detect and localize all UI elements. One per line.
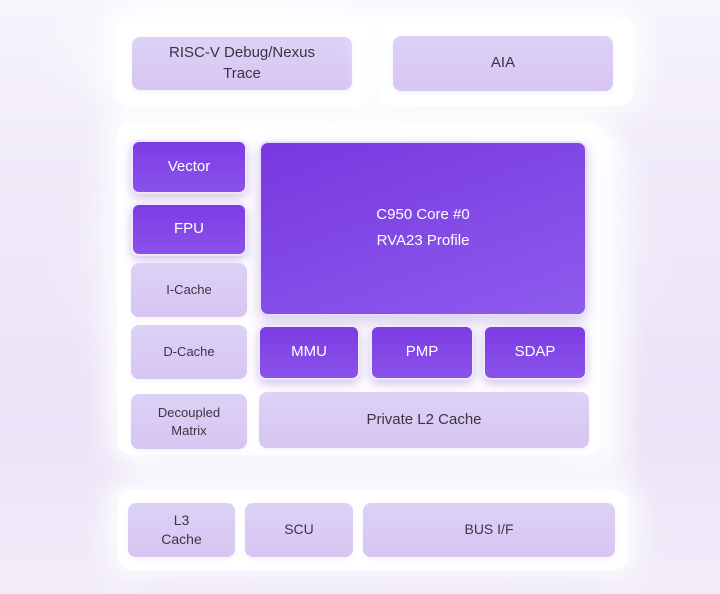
vector-block: Vector [131, 140, 247, 194]
c950-core-block: C950 Core #0 RVA23 Profile [259, 141, 587, 316]
core-cluster-card: Vector FPU I-Cache D-Cache Decoupled Mat… [117, 122, 600, 455]
l3-cache-block: L3 Cache [128, 503, 235, 557]
scu-block: SCU [245, 503, 353, 557]
aia-block: AIA [393, 36, 613, 91]
aia-card: AIA [378, 18, 633, 106]
d-cache-block: D-Cache [131, 325, 247, 379]
fpu-block: FPU [131, 203, 247, 256]
c950-core-profile: RVA23 Profile [376, 232, 470, 249]
debug-trace-card: RISC-V Debug/Nexus Trace [115, 18, 372, 106]
uncore-card: L3 Cache SCU BUS I/F [118, 490, 628, 570]
sdap-block: SDAP [483, 325, 587, 380]
private-l2-cache-block: Private L2 Cache [259, 392, 589, 448]
bus-if-block: BUS I/F [363, 503, 615, 557]
i-cache-block: I-Cache [131, 263, 247, 317]
mmu-block: MMU [258, 325, 360, 380]
pmp-block: PMP [370, 325, 474, 380]
decoupled-matrix-block: Decoupled Matrix [131, 394, 247, 449]
risc-v-debug-nexus-trace-block: RISC-V Debug/Nexus Trace [132, 37, 352, 90]
c950-core-title: C950 Core #0 [376, 206, 470, 224]
